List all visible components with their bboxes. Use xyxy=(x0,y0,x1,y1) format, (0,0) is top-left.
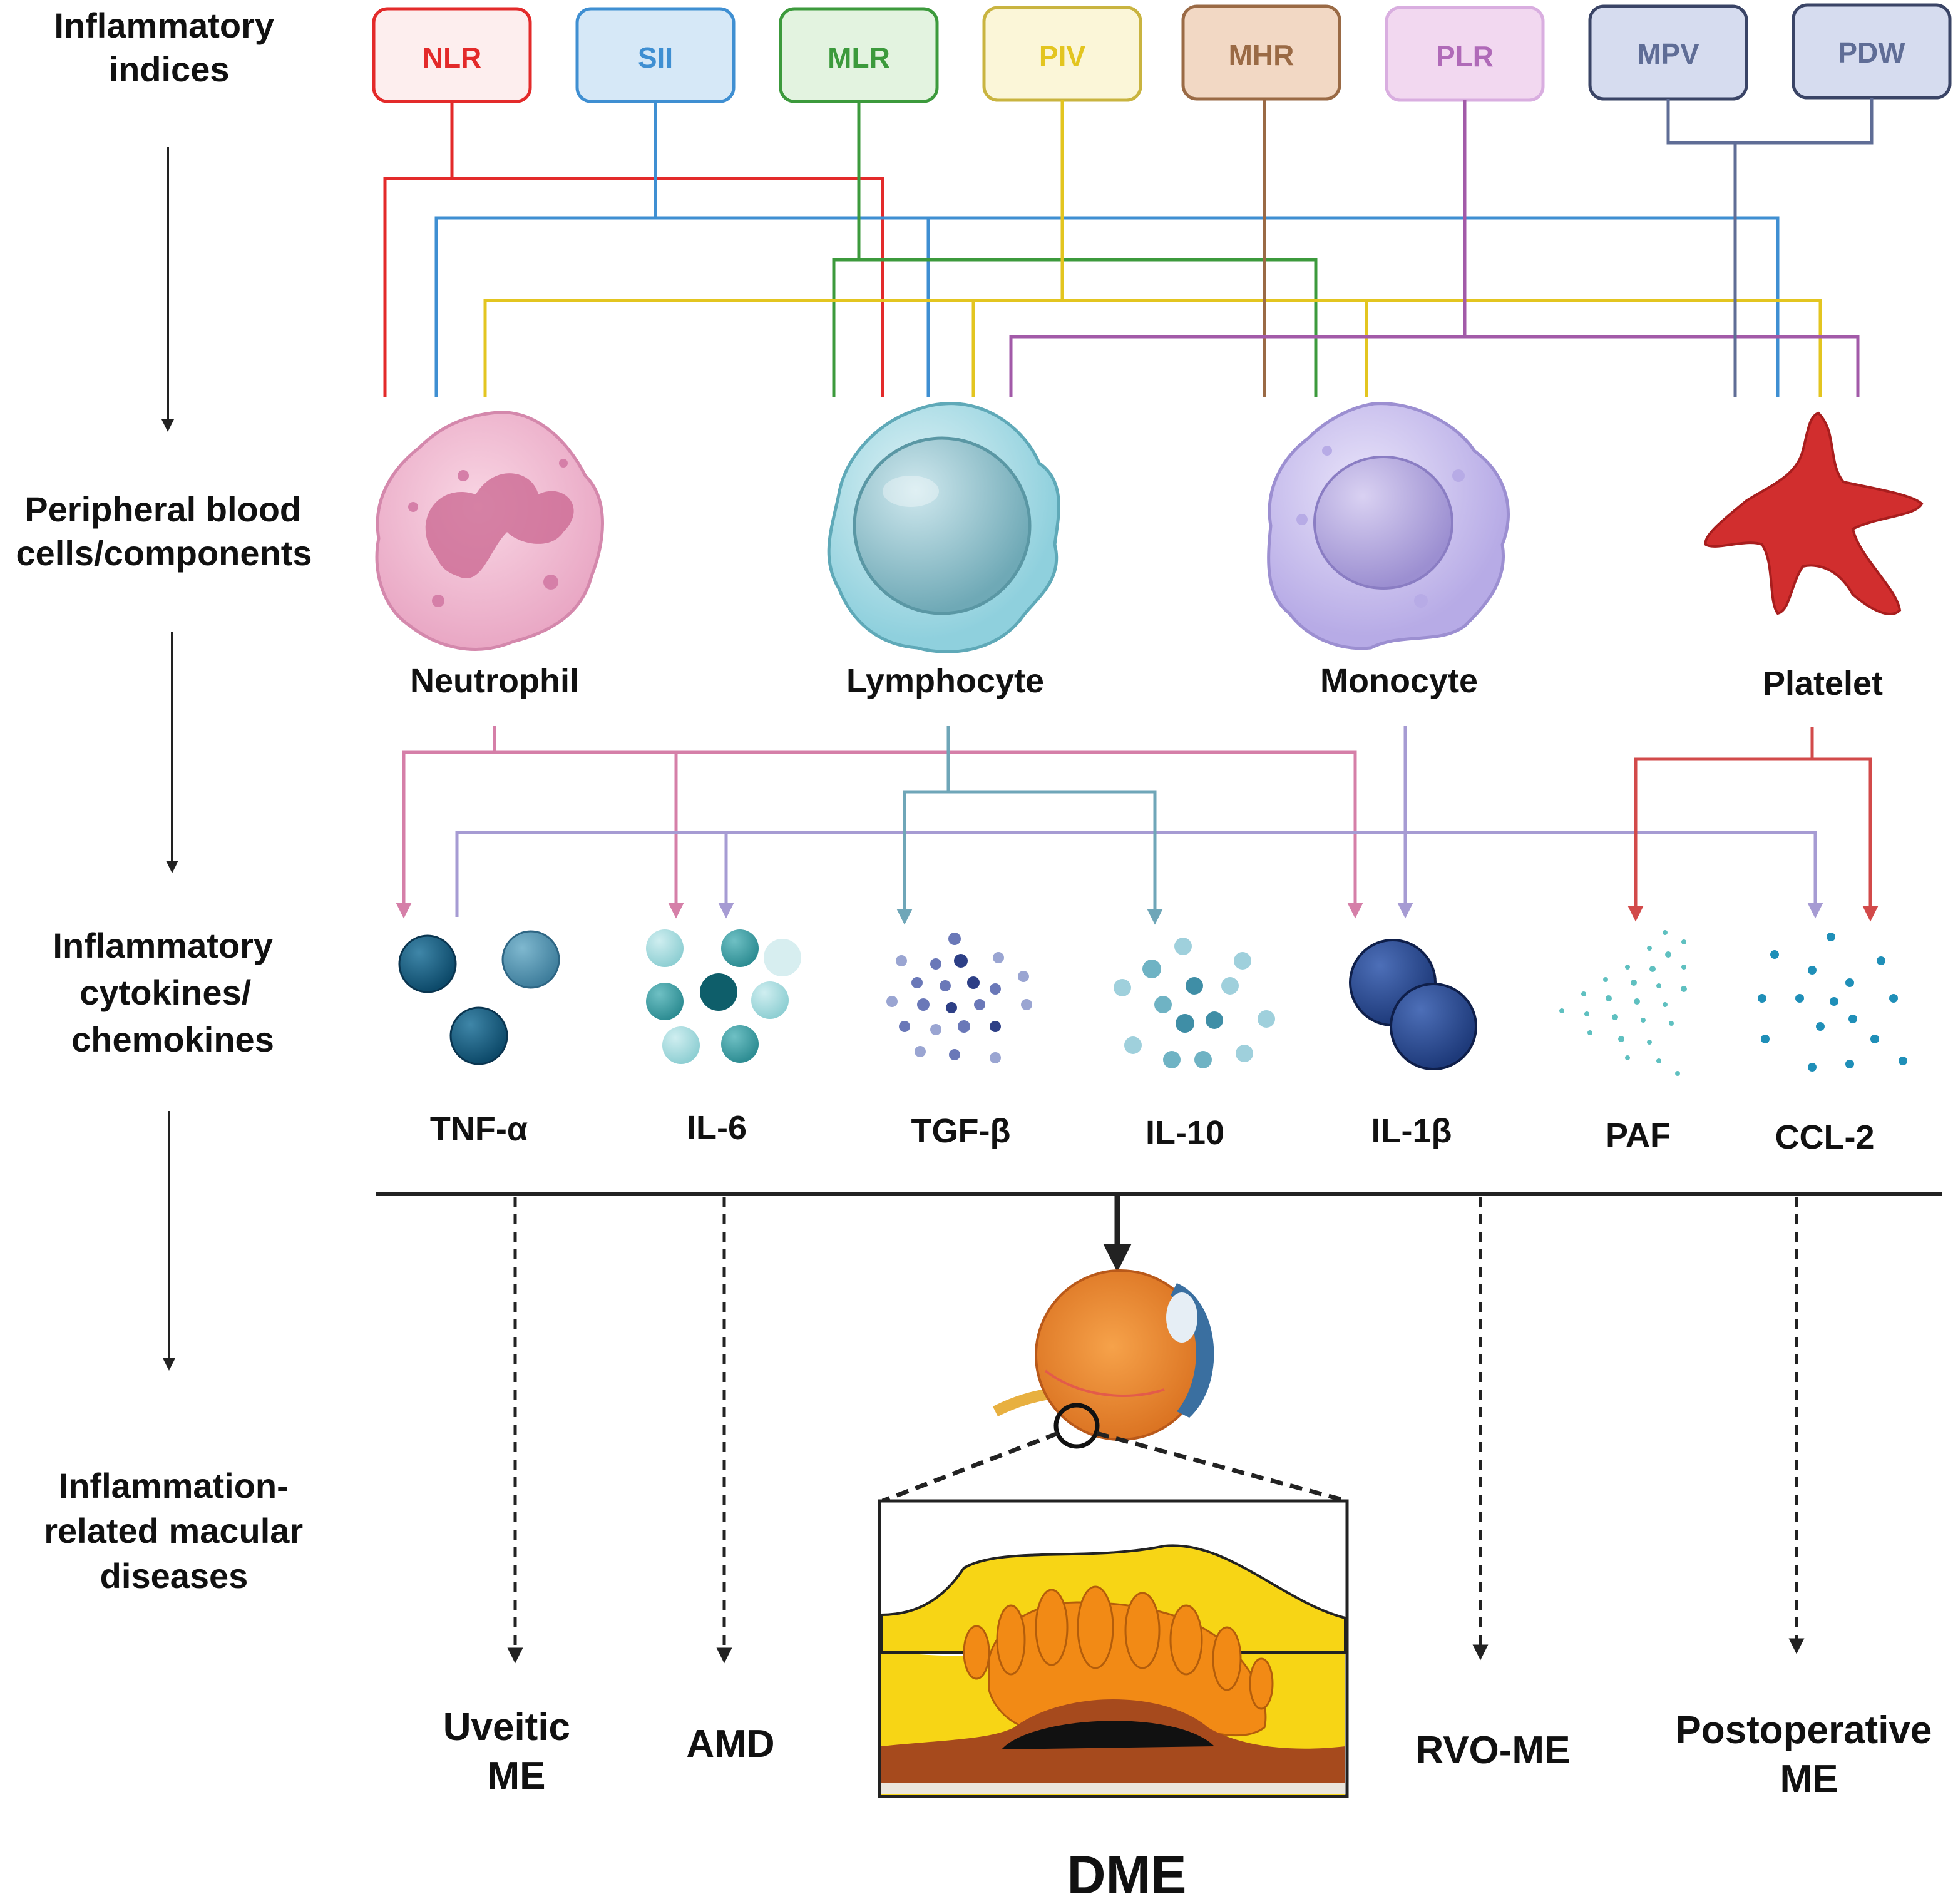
il-6-icon xyxy=(646,929,801,1064)
index-sii: SII xyxy=(575,7,736,103)
il-1beta-icon xyxy=(1349,939,1477,1070)
cytokine-label-tnf-alpha: TNF-α xyxy=(430,1110,528,1148)
disease-label-dme: DME xyxy=(1067,1845,1186,1901)
svg-text:PDW: PDW xyxy=(1838,36,1905,69)
tnf-alpha-icon xyxy=(398,930,560,1065)
row-label-diseases: Inflammation- related macular diseases xyxy=(44,1466,313,1595)
cell-label-lymphocyte: Lymphocyte xyxy=(846,662,1044,700)
cytokine-label-tgf-beta: TGF-β xyxy=(911,1112,1011,1150)
lymphocyte-arrow xyxy=(896,726,950,925)
disease-label-amd: AMD xyxy=(686,1722,774,1766)
piv-connector xyxy=(483,100,1064,397)
svg-text:SII: SII xyxy=(638,41,673,74)
zoom-dashes xyxy=(881,1431,1348,1503)
cytokine-label-il-6: IL-6 xyxy=(687,1109,747,1147)
mlr-connector xyxy=(832,101,861,397)
row-label-indices: Inflammatory indices xyxy=(54,6,284,89)
paf-icon xyxy=(1559,930,1687,1076)
plr-connector-2 xyxy=(1465,335,1860,397)
nlr-connector xyxy=(383,101,454,397)
svg-text:MPV: MPV xyxy=(1637,38,1699,70)
mpv-pdw-connector xyxy=(1666,98,1874,145)
index-connectors xyxy=(383,98,1874,397)
index-piv: PIV xyxy=(982,6,1142,102)
monocyte-icon xyxy=(1267,402,1510,650)
disease-label-postoperative: Postoperative ME xyxy=(1675,1709,1942,1801)
svg-text:MHR: MHR xyxy=(1229,39,1294,71)
cell-label-monocyte: Monocyte xyxy=(1320,662,1478,700)
left-flow-arrows xyxy=(161,147,178,1371)
index-plr: PLR xyxy=(1385,6,1545,102)
disease-label-uveitic: Uveitic ME xyxy=(443,1706,582,1798)
neutrophil-icon xyxy=(375,411,604,651)
cytokine-label-ccl-2: CCL-2 xyxy=(1775,1118,1875,1156)
nlr-connector-2 xyxy=(452,177,884,397)
cytokine-label-il-1beta: IL-1β xyxy=(1371,1112,1452,1150)
index-mhr: MHR xyxy=(1181,4,1341,101)
disease-dashed-arrows xyxy=(507,1197,1805,1664)
lymphocyte-icon xyxy=(827,402,1060,653)
il-10-icon xyxy=(1114,938,1275,1068)
index-mlr: MLR xyxy=(779,7,939,103)
neutrophil-arrow xyxy=(396,726,496,919)
plr-connector xyxy=(1009,100,1467,397)
cytokine-label-paf: PAF xyxy=(1606,1117,1671,1154)
index-mpv: MPV xyxy=(1588,4,1748,101)
sii-connector xyxy=(434,101,657,397)
eye-icon xyxy=(992,1269,1214,1449)
monocyte-arrow xyxy=(455,831,1823,919)
svg-text:PIV: PIV xyxy=(1039,40,1085,73)
svg-text:NLR: NLR xyxy=(423,41,482,74)
tgf-beta-icon xyxy=(886,933,1032,1063)
cell-label-platelet: Platelet xyxy=(1763,665,1883,702)
index-boxes: NLR SII MLR PIV MHR PLR MPV PDW xyxy=(372,3,1952,103)
platelet-arrow xyxy=(1628,727,1814,922)
ccl-2-icon xyxy=(1758,933,1907,1072)
piv-connector-2 xyxy=(1062,299,1822,397)
index-pdw: PDW xyxy=(1792,3,1952,100)
row-label-cytokines: Inflammatory cytokines/ chemokines xyxy=(53,926,282,1059)
row-label-cells: Peripheral blood cells/components xyxy=(16,489,312,573)
dme-retina-icon xyxy=(878,1499,1349,1798)
cytokine-arrows xyxy=(396,726,1879,925)
disease-label-rvo-me: RVO-ME xyxy=(1416,1729,1571,1772)
cell-label-neutrophil: Neutrophil xyxy=(410,662,579,700)
platelet-arrow-2 xyxy=(1812,757,1879,922)
neutrophil-arrow-2 xyxy=(495,750,1363,919)
svg-text:MLR: MLR xyxy=(828,41,890,74)
platelet-icon xyxy=(1704,411,1924,615)
index-nlr: NLR xyxy=(372,7,532,103)
sii-connector-2 xyxy=(655,216,1780,397)
lymphocyte-arrow-2 xyxy=(948,790,1163,925)
svg-text:PLR: PLR xyxy=(1436,40,1494,73)
mlr-connector-2 xyxy=(859,258,1318,397)
cytokine-label-il-10: IL-10 xyxy=(1146,1114,1224,1152)
